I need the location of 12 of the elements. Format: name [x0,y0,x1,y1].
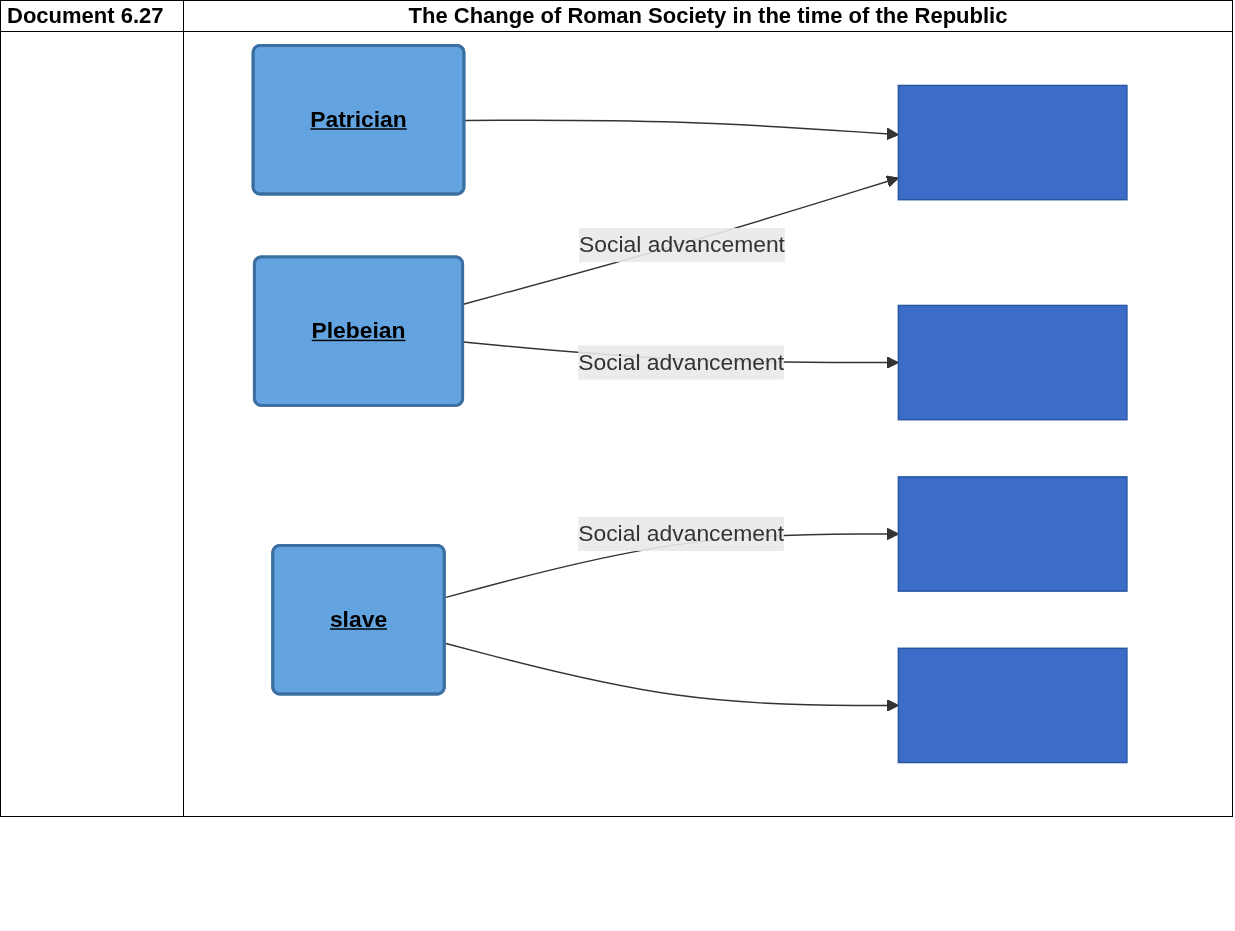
arrow [463,119,899,141]
edge-label: Social advancement [578,349,785,374]
document-number: Document 6.27 [7,3,165,29]
node-box [897,476,1128,592]
arrow [444,642,899,712]
node-box [897,647,1128,764]
arrow [462,175,899,305]
title: The Change of Roman Society in the time of the Republic [407,3,1009,29]
edge-label: Social advancement [578,521,785,546]
edge-label: Social advancement [579,232,785,257]
node-box [897,84,1128,201]
node-box [897,304,1128,421]
